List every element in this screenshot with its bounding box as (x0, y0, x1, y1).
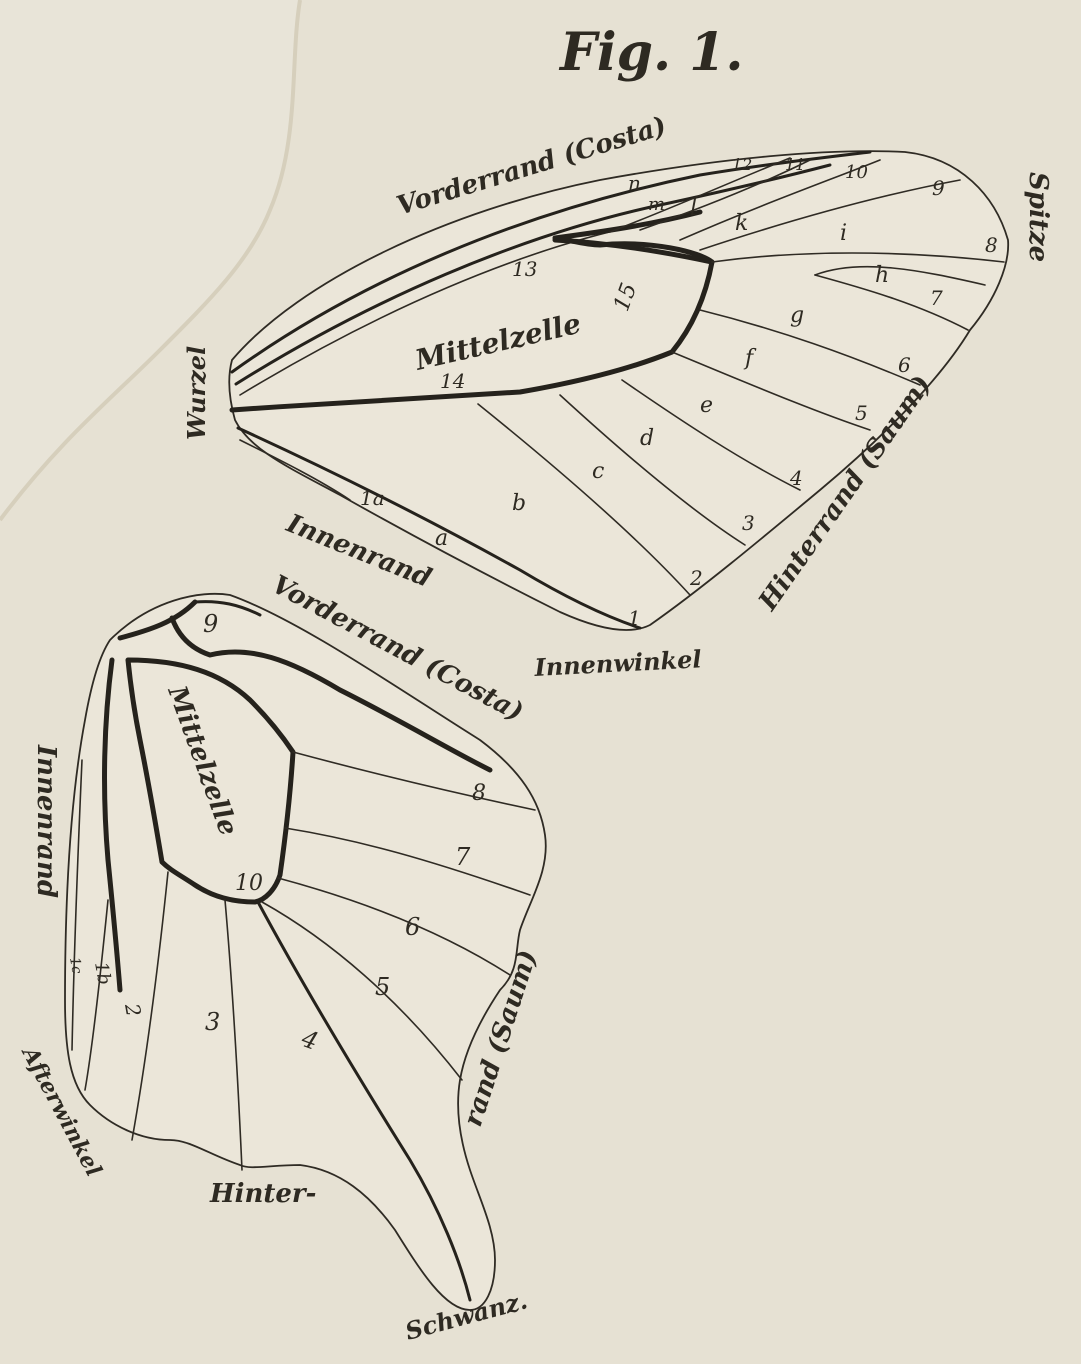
forewing-cell-a: a (435, 526, 448, 551)
forewing-cell-b: b (512, 491, 526, 516)
forewing-vein-label-10: 10 (845, 162, 868, 183)
forewing-vein-label-4: 4 (789, 466, 803, 490)
forewing-vein-label-9: 9 (932, 176, 945, 200)
forewing-apex-label: Spitze (1023, 172, 1053, 262)
hindwing-vein-label-5: 5 (375, 973, 390, 1001)
forewing-cell-h: h (875, 263, 889, 288)
forewing-vein-label-1a: 1a (360, 486, 385, 510)
forewing-cell-e: e (700, 393, 713, 418)
forewing-vein-label-14: 14 (440, 369, 465, 393)
forewing-cell-m: m (648, 194, 665, 215)
forewing-cell-c: c (592, 459, 604, 484)
hindwing-vein-label-9: 9 (203, 610, 218, 638)
forewing-cell-d: d (640, 426, 654, 451)
forewing-vein-label-12: 12 (732, 155, 752, 174)
forewing-cell-l: l (690, 196, 697, 221)
hindwing-vein-label-10: 10 (235, 871, 263, 896)
hindwing-vein-label-1b: 1b (90, 960, 115, 986)
hindwing-vein-label-3: 3 (205, 1008, 220, 1036)
hindwing-vein-label-6: 6 (405, 913, 420, 941)
forewing-inner-angle-label: Innenwinkel (533, 644, 702, 682)
forewing-cell-k: k (735, 211, 748, 236)
forewing-vein-label-13: 13 (512, 257, 537, 281)
forewing-cell-g: g (790, 303, 804, 328)
hindwing-vein-label-7: 7 (455, 843, 471, 871)
forewing-vein-label-8: 8 (985, 233, 998, 257)
forewing-base-label: Wurzel (182, 346, 211, 440)
figure-title: Fig. 1. (558, 22, 744, 83)
forewing-vein-label-6: 6 (898, 353, 911, 377)
forewing-vein-label-5: 5 (855, 401, 868, 425)
hindwing: 9 8 7 6 5 4 3 2 1b 1c 10 Vorderrand (Cos… (16, 570, 546, 1346)
forewing-vein-label-11: 11 (785, 155, 805, 174)
forewing-cell-n: n (628, 171, 641, 195)
forewing-vein-label-1: 1 (628, 606, 641, 630)
forewing-vein-label-2: 2 (689, 566, 703, 590)
hindwing-vein-label-1c: 1c (66, 956, 85, 975)
forewing-vein-label-3: 3 (742, 511, 755, 535)
hindwing-inner-margin-label: Innenrand (31, 744, 61, 898)
hindwing-vein-label-8: 8 (472, 781, 486, 806)
forewing-cell-i: i (840, 221, 847, 246)
hindwing-outer-margin-label-a: Hinter- (209, 1179, 316, 1209)
forewing-vein-label-7: 7 (930, 286, 943, 310)
